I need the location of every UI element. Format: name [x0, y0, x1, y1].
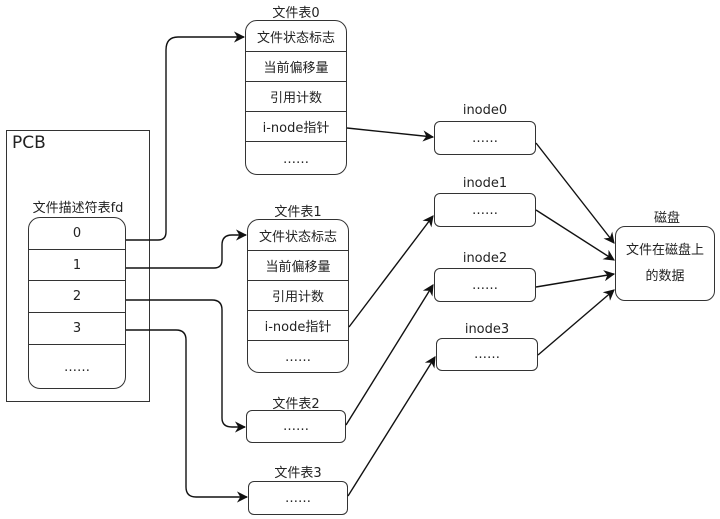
connector-fd0-to-file-table-0	[126, 31, 246, 241]
connector-file-table-2-to-inode-2	[345, 284, 434, 426]
connector-inode-3-to-disk	[537, 289, 615, 356]
inode-2[interactable]: ……	[434, 268, 536, 302]
file-table-1-offset[interactable]: 当前偏移量	[248, 251, 348, 281]
file-table-3-title: 文件表3	[274, 466, 322, 481]
file-table-0-status-flags[interactable]: 文件状态标志	[246, 21, 346, 52]
file-table-1-title: 文件表1	[274, 205, 322, 220]
inode-0-title: inode0	[462, 103, 508, 118]
file-table-0-offset[interactable]: 当前偏移量	[246, 52, 346, 82]
disk-box[interactable]: 文件在磁盘上 的数据	[615, 226, 715, 301]
file-table-0-inode-pointer[interactable]: i-node指针	[246, 112, 346, 142]
file-table-1-status-flags[interactable]: 文件状态标志	[248, 220, 348, 251]
file-table-1-inode-pointer[interactable]: i-node指针	[248, 311, 348, 341]
fd-row-3[interactable]: 3	[29, 313, 125, 345]
file-table-3[interactable]: ……	[248, 481, 348, 515]
fd-row-1[interactable]: 1	[29, 250, 125, 281]
fd-table: 0 1 2 3 ……	[28, 217, 126, 389]
connector-file-table-3-to-inode-3	[347, 356, 436, 497]
connector-file-table-1-to-inode-1	[348, 215, 434, 328]
connector-inode-1-to-disk	[535, 209, 615, 261]
file-table-0-more[interactable]: ……	[283, 151, 309, 167]
disk-content-line-2: 的数据	[645, 268, 685, 284]
inode-2-title: inode2	[462, 251, 508, 266]
file-table-1-ref-count[interactable]: 引用计数	[248, 281, 348, 311]
file-table-1: 文件状态标志 当前偏移量 引用计数 i-node指针 ……	[247, 219, 349, 373]
disk-title: 磁盘	[653, 211, 680, 226]
connector-fd3-to-file-table-3	[126, 329, 249, 503]
fd-row-0[interactable]: 0	[29, 218, 125, 250]
file-table-2-title: 文件表2	[272, 397, 320, 412]
connector-inode-2-to-disk	[535, 270, 616, 288]
disk-content-line-1: 文件在磁盘上	[625, 242, 704, 258]
file-table-0: 文件状态标志 当前偏移量 引用计数 i-node指针 ……	[245, 20, 347, 175]
connector-fd2-to-file-table-2	[126, 299, 247, 433]
file-table-2[interactable]: ……	[246, 410, 346, 443]
connector-inode-0-to-disk	[535, 142, 615, 244]
inode-3[interactable]: ……	[436, 338, 538, 371]
inode-1-title: inode1	[462, 176, 508, 191]
file-table-0-ref-count[interactable]: 引用计数	[246, 82, 346, 112]
inode-0[interactable]: ……	[434, 121, 536, 155]
connector-fd1-to-file-table-1	[126, 229, 248, 269]
fd-row-2[interactable]: 2	[29, 281, 125, 313]
inode-1[interactable]: ……	[434, 193, 536, 227]
pcb-title: PCB	[12, 133, 46, 153]
file-table-1-more[interactable]: ……	[285, 350, 311, 365]
file-table-0-title: 文件表0	[272, 6, 320, 21]
inode-3-title: inode3	[464, 322, 510, 337]
fd-table-label: 文件描述符表fd	[32, 201, 124, 216]
fd-row-more[interactable]: ……	[64, 360, 90, 375]
connector-file-table-0-to-inode-0	[346, 127, 435, 142]
